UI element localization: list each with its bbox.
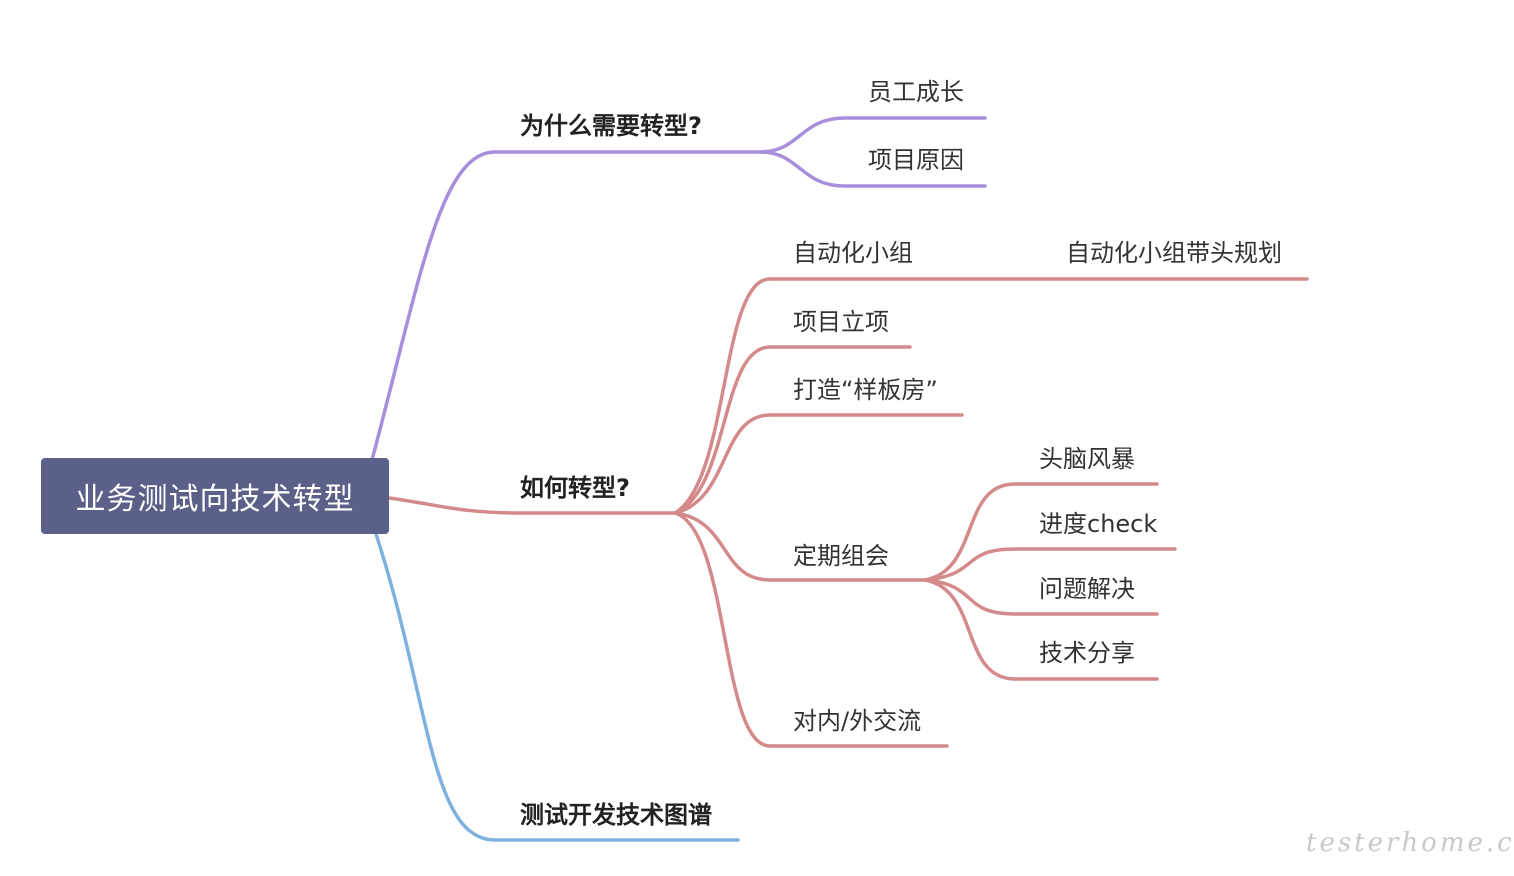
connector-how-meeting xyxy=(673,511,927,582)
connector-how-model xyxy=(673,413,964,515)
connector-how-project xyxy=(673,345,912,515)
node-automation-lead-plan[interactable]: 自动化小组带头规划 xyxy=(1066,239,1282,267)
connector-why-staff xyxy=(758,116,987,154)
connector-meeting-brainstorm xyxy=(923,482,1159,582)
node-model-room[interactable]: 打造“样板房” xyxy=(793,376,938,404)
node-problem-solving[interactable]: 问题解决 xyxy=(1039,575,1135,603)
node-project-reason[interactable]: 项目原因 xyxy=(868,146,964,174)
connector-meeting-share xyxy=(923,578,1159,681)
watermark: testerhome.com xyxy=(1306,828,1514,858)
node-brainstorm[interactable]: 头脑风暴 xyxy=(1039,445,1135,473)
node-automation-team[interactable]: 自动化小组 xyxy=(793,239,913,267)
node-staff-growth[interactable]: 员工成长 xyxy=(868,78,964,106)
root-node[interactable]: 业务测试向技术转型 xyxy=(41,458,389,534)
node-test-dev-map[interactable]: 测试开发技术图谱 xyxy=(520,801,712,829)
connector-how-exchange xyxy=(673,511,949,748)
root-node-label: 业务测试向技术转型 xyxy=(75,482,355,517)
connector-meeting-progress xyxy=(923,547,1177,582)
node-project-setup[interactable]: 项目立项 xyxy=(793,308,889,336)
node-tech-sharing[interactable]: 技术分享 xyxy=(1039,639,1135,667)
node-internal-external-exchange[interactable]: 对内/外交流 xyxy=(793,707,922,735)
node-why-transform[interactable]: 为什么需要转型? xyxy=(520,112,702,140)
connector-root-map xyxy=(374,532,740,842)
connector-root-why xyxy=(370,150,762,462)
node-how-transform[interactable]: 如何转型? xyxy=(520,474,630,502)
connector-how-auto xyxy=(673,277,1309,515)
connector-meeting-problem xyxy=(923,578,1159,616)
connector-why-project xyxy=(758,150,987,188)
node-regular-meeting[interactable]: 定期组会 xyxy=(793,542,889,570)
connector-root-how xyxy=(387,496,677,515)
node-progress-check[interactable]: 进度check xyxy=(1039,510,1158,538)
